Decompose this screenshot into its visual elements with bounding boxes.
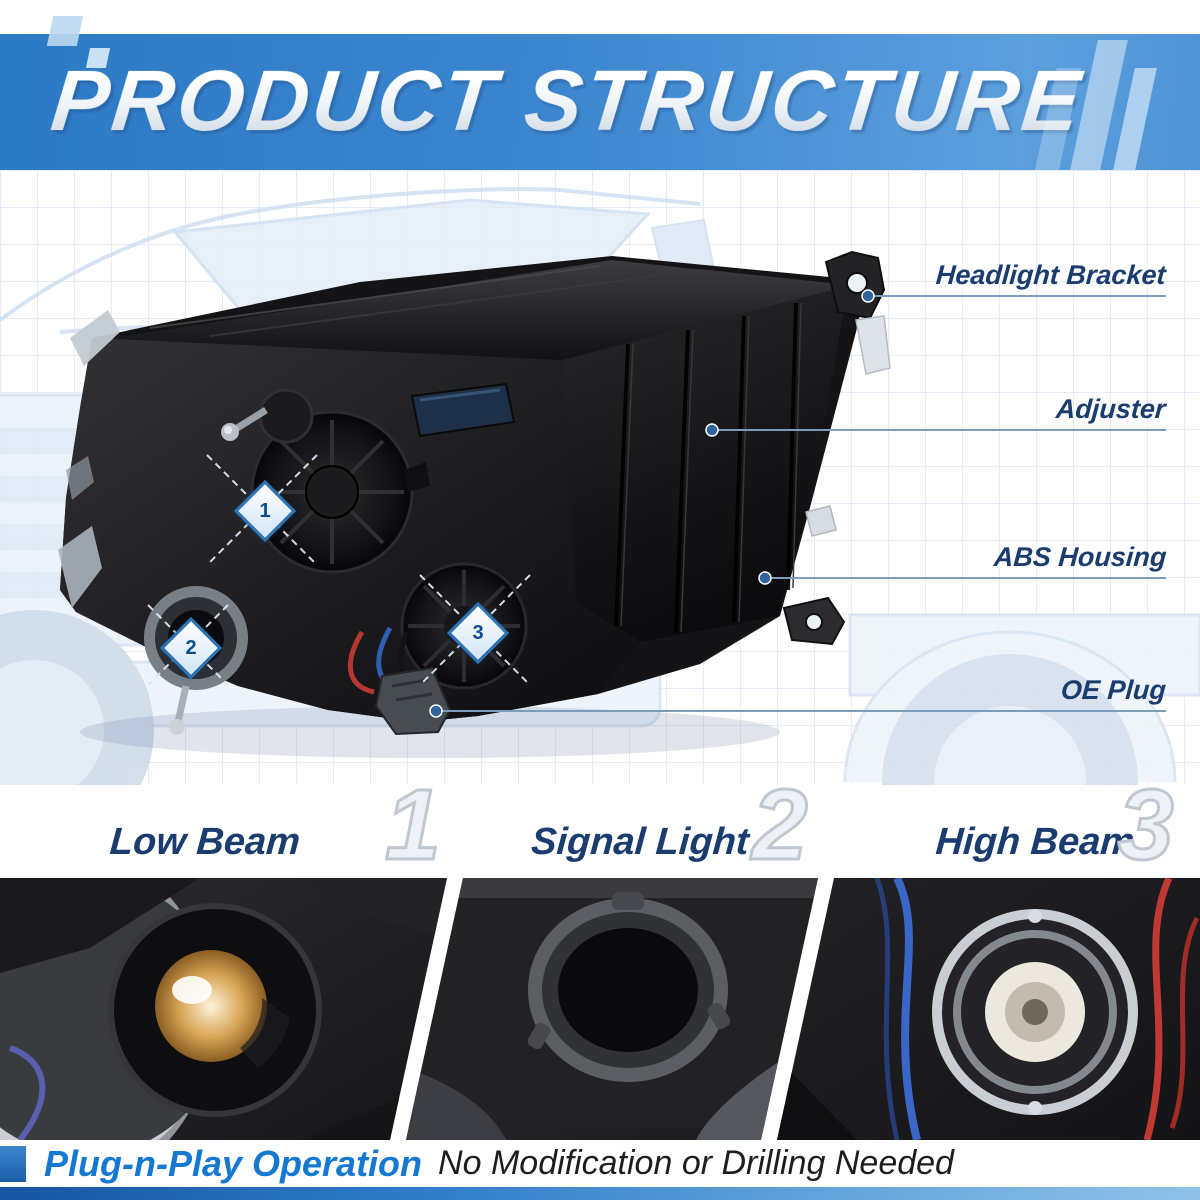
mount-tab	[782, 505, 846, 646]
beam-photos	[0, 878, 1200, 1140]
footer-description-text: No Modification or Drilling Needed	[438, 1144, 954, 1182]
deco-bar-icon	[1113, 68, 1157, 170]
header-banner: PRODUCT STRUCTURE	[0, 16, 1200, 170]
page-title: PRODUCT STRUCTURE	[47, 53, 1088, 149]
beam-number-1: 1	[384, 769, 443, 881]
footer-gradient-bar	[0, 1187, 1200, 1200]
beam-label-signal-light: Signal Light	[529, 821, 751, 863]
marker-number: 1	[259, 499, 271, 522]
footer-bar: Plug-n-Play Operation No Modification or…	[0, 1140, 1200, 1200]
footer-highlight-text: Plug-n-Play Operation	[44, 1142, 423, 1184]
beam-label-high-beam: High Beam	[934, 821, 1136, 863]
deco-square-icon	[46, 16, 84, 46]
headlight-product-image	[58, 250, 1166, 758]
photo-low-beam	[0, 878, 447, 1140]
beam-headers: Low Beam 1 Signal Light 2 High Beam 3	[0, 774, 1200, 878]
photo-signal-light	[406, 878, 818, 1140]
beam-section: Low Beam 1 Signal Light 2 High Beam 3	[0, 774, 1200, 1140]
callout-leader-lines	[429, 289, 1166, 718]
callout-adjuster: Adjuster	[1055, 394, 1168, 424]
callout-abs-housing: ABS Housing	[992, 542, 1168, 572]
oe-plug-connector	[347, 626, 452, 736]
adjuster-screw	[221, 388, 314, 444]
marker-number: 2	[185, 636, 197, 659]
beam-label-low-beam: Low Beam	[108, 821, 302, 863]
callout-oe-plug: OE Plug	[1059, 675, 1168, 705]
beam-number-3: 3	[1117, 769, 1176, 881]
callout-headlight-bracket: Headlight Bracket	[935, 260, 1168, 290]
photo-high-beam	[777, 878, 1200, 1140]
footer-accent-square	[0, 1145, 26, 1182]
marker-number: 3	[472, 621, 484, 644]
product-diagram: Headlight Bracket Adjuster ABS Housing O…	[0, 170, 1200, 785]
beam-number-2: 2	[751, 769, 810, 881]
